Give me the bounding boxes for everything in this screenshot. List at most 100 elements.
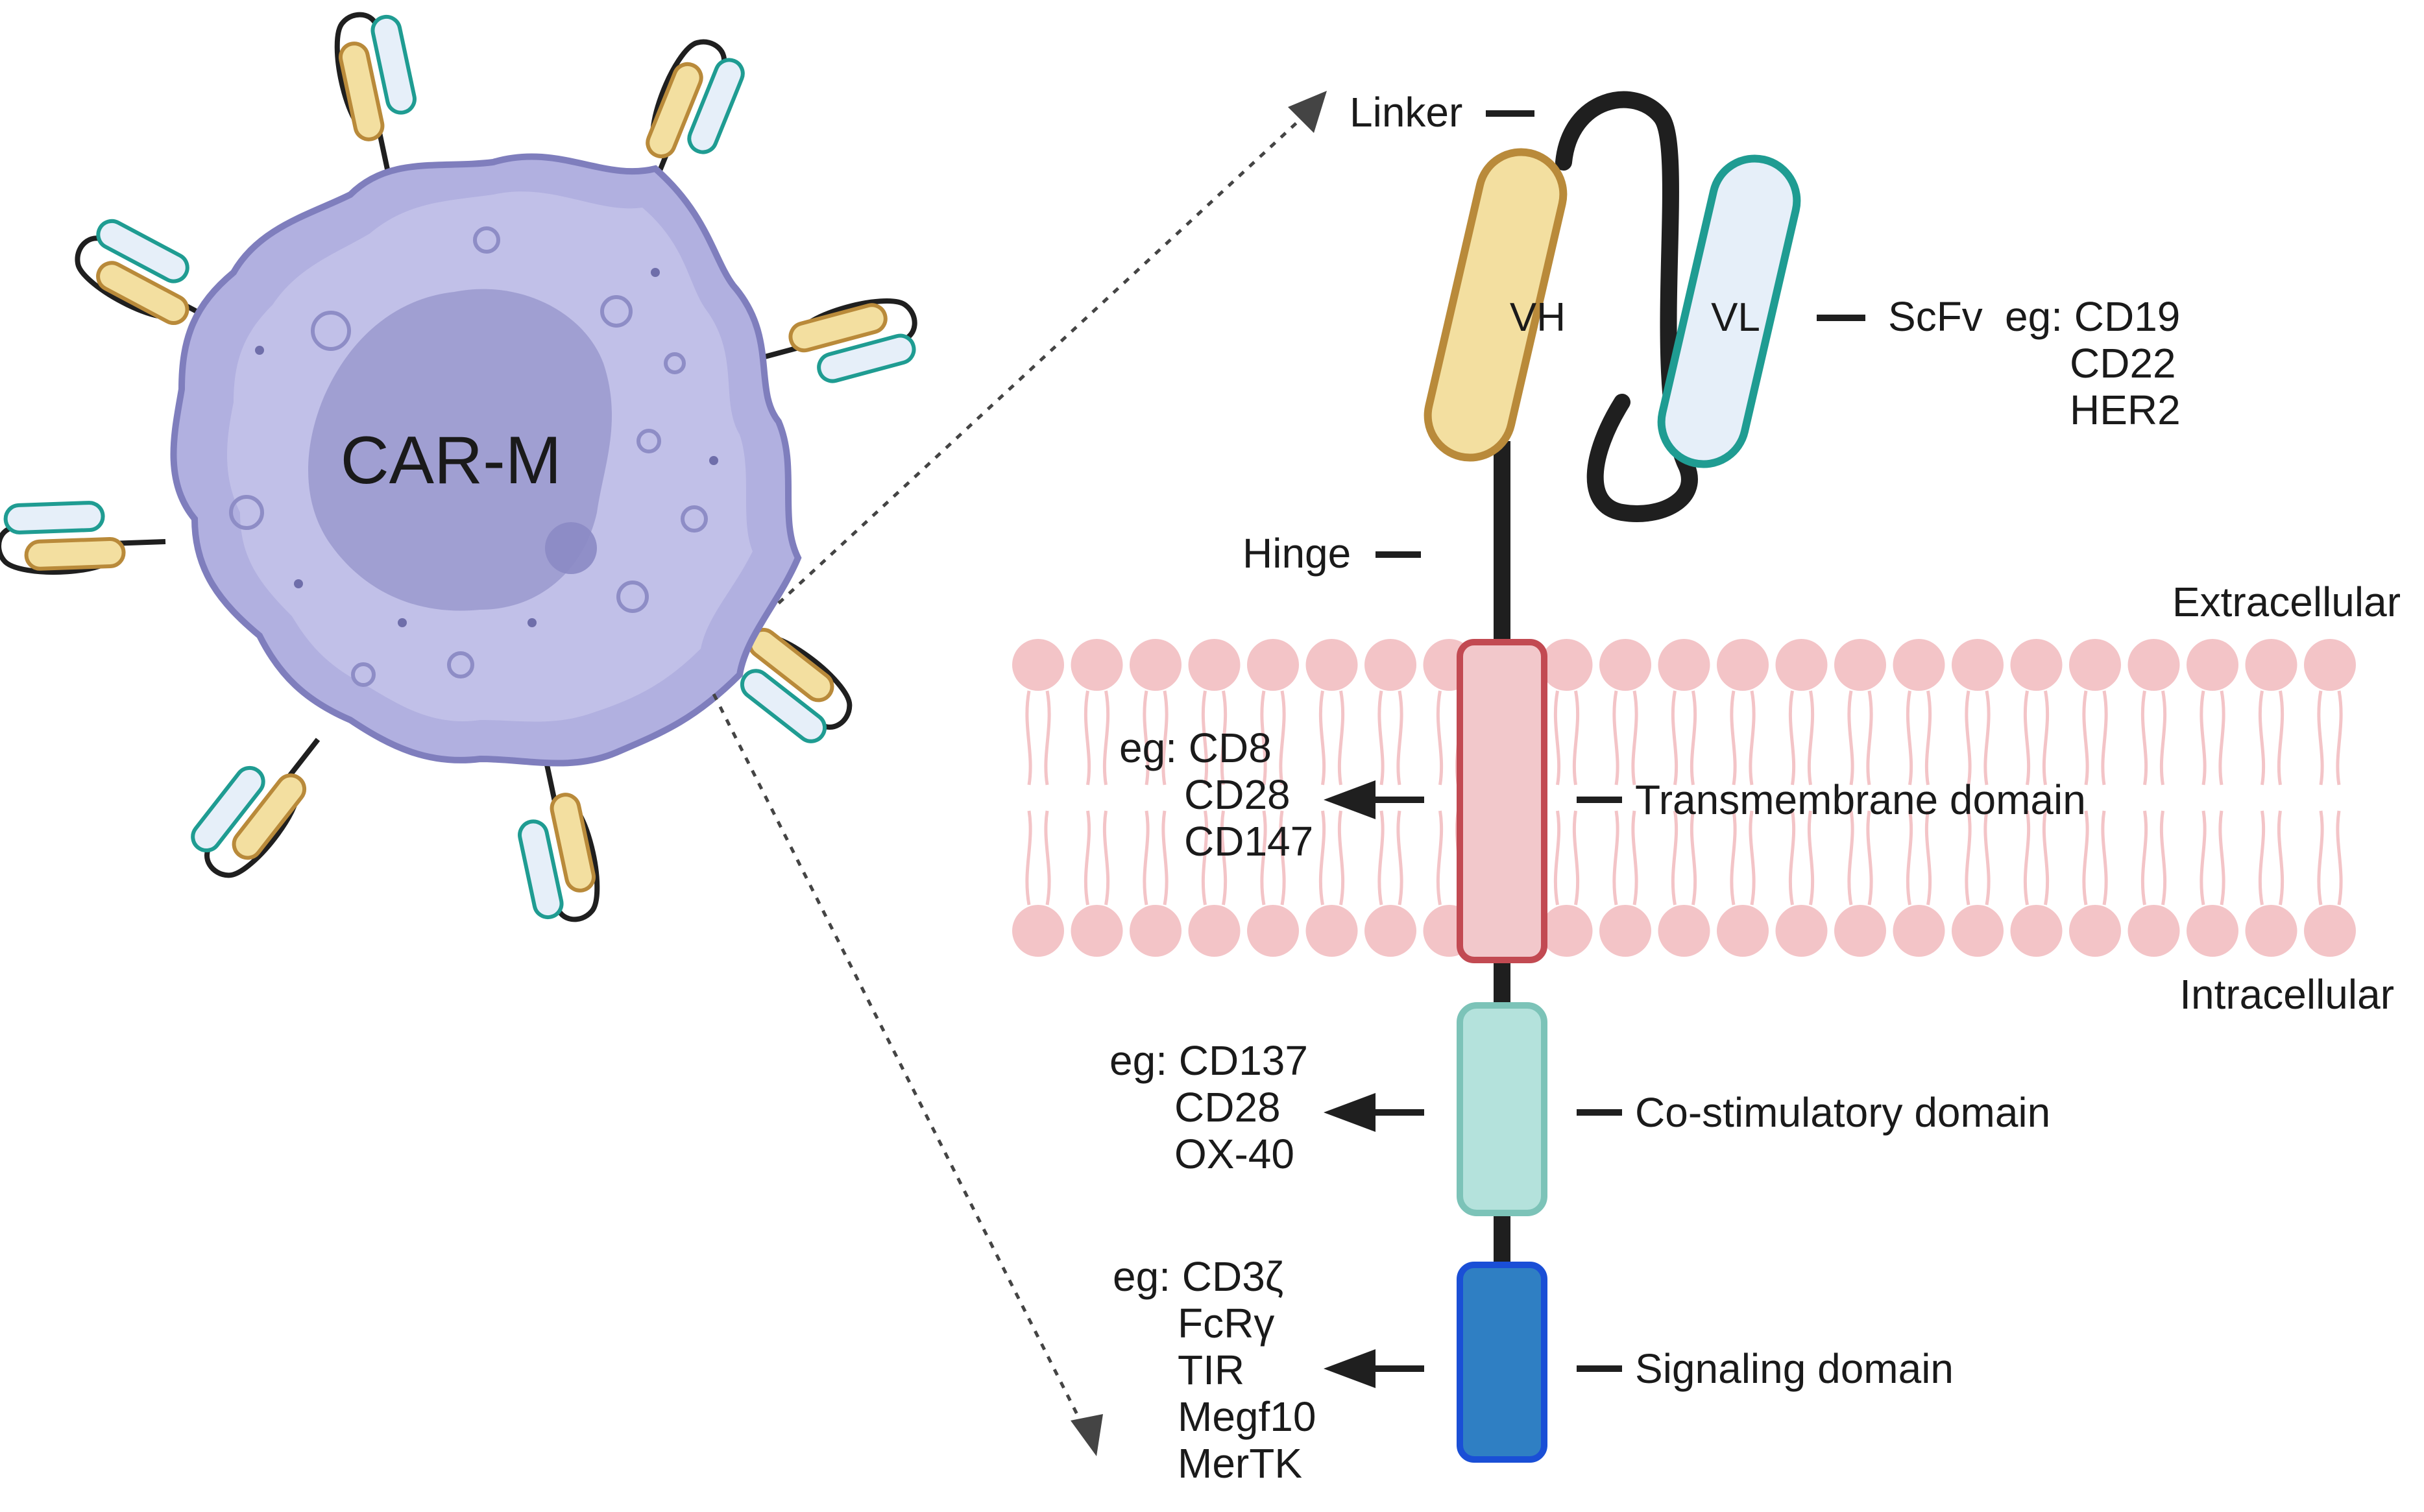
car-receptor (712, 614, 853, 743)
lipid-head (1952, 639, 2004, 691)
scfv-example: eg: CD19 (2005, 293, 2180, 340)
costim-label: Co-stimulatory domain (1635, 1089, 2050, 1136)
linker-label: Linker (1350, 89, 1462, 136)
costim-example: OX-40 (1174, 1131, 1294, 1177)
lipid-head (2010, 639, 2063, 691)
lipid-head (1364, 639, 1416, 691)
car-receptor (191, 738, 321, 878)
lipid-head (1188, 639, 1241, 691)
lipid-tail (2258, 810, 2285, 906)
lipid-head (2069, 639, 2121, 691)
car-receptors (0, 12, 917, 922)
lipid-head (2304, 639, 2356, 691)
lipid-head (1599, 639, 1651, 691)
lipid-head (1247, 639, 1299, 691)
lipid-tail (1965, 690, 1991, 786)
zoom-arrowhead-bottom (1071, 1414, 1103, 1456)
car-receptor (518, 755, 600, 922)
lipid-tail (2140, 810, 2167, 906)
transmembrane-label: Transmembrane domain (1635, 776, 2086, 823)
vl-domain: VL (1657, 154, 1801, 468)
lipid-tail (1788, 690, 1815, 786)
lipid-head (2245, 639, 2297, 691)
lipid-head (1540, 905, 1593, 957)
lipid-tail (1788, 810, 1815, 906)
lipid-tail (1377, 690, 1403, 786)
lipid-tail (2200, 810, 2225, 906)
lipid-tail (1084, 810, 1110, 906)
signaling-label: Signaling domain (1635, 1345, 1954, 1392)
nucleolus (545, 522, 597, 574)
lipid-head (1893, 905, 1945, 957)
cell-dots (255, 268, 718, 627)
lipid-tail (1260, 810, 1286, 906)
lipid-tail (1260, 690, 1286, 786)
lipid-tail (2140, 690, 2167, 786)
tm-example: CD28 (1184, 771, 1291, 818)
lipid-tail (1025, 810, 1051, 906)
lipid-tail (1377, 810, 1403, 906)
costimulatory-domain (1457, 1002, 1547, 1216)
cell-label: CAR-M (341, 423, 562, 498)
vl-label: VL (1711, 295, 1760, 340)
lipid-head (2187, 905, 2238, 957)
example-arrows (1324, 780, 1424, 1388)
lipid-tail (1201, 690, 1228, 786)
costim-example: eg: CD137 (1109, 1037, 1308, 1084)
lipid-tail (1906, 690, 1932, 786)
signaling-example: eg: CD3ζ (1113, 1253, 1283, 1300)
lipid-head (1717, 639, 1769, 691)
transmembrane-domain (1457, 639, 1547, 963)
lipid-head (1012, 639, 1064, 691)
lipid-head (1893, 639, 1945, 691)
lipid-tail (1318, 810, 1345, 906)
lipid-head (2127, 639, 2180, 691)
lipid-head (1130, 905, 1182, 957)
lipid-head (2187, 639, 2238, 691)
scfv-example: HER2 (2070, 387, 2181, 433)
lipid-head (1834, 639, 1886, 691)
lipid-tail (1612, 690, 1638, 786)
signaling-example: Megf10 (1178, 1393, 1316, 1440)
nucleus (308, 289, 612, 611)
hinge-label: Hinge (1242, 530, 1351, 577)
costim-examples: eg: CD137 CD28 OX-40 (1109, 1037, 1308, 1177)
lipid-head (2245, 905, 2297, 957)
lipid-head (1188, 905, 1241, 957)
lipid-tail (1553, 690, 1580, 786)
lipid-head (1658, 905, 1710, 957)
lipid-tail (1730, 810, 1756, 906)
lipid-head (2010, 905, 2063, 957)
intracellular-label: Intracellular (2179, 971, 2394, 1018)
lipid-tail (1025, 690, 1051, 786)
lipid-tail (1318, 690, 1345, 786)
lipid-head (2069, 905, 2121, 957)
lipid-tail (1847, 690, 1873, 786)
lipid-head (1305, 639, 1358, 691)
vh-label: VH (1510, 295, 1566, 340)
vh-domain: VH (1424, 148, 1568, 462)
lipid-tail (1671, 690, 1697, 786)
lipid-tail (1965, 810, 1991, 906)
lipid-tail (1143, 810, 1169, 906)
signaling-examples: eg: CD3ζ FcRγ TIR Megf10 MerTK (1113, 1253, 1316, 1487)
lipid-tail (1730, 690, 1756, 786)
signaling-example: TIR (1178, 1347, 1244, 1393)
car-construct: VH VL (1424, 91, 1801, 1463)
zoom-arrow-bottom (712, 693, 1089, 1435)
lipid-head (1130, 639, 1182, 691)
lipid-tail (1671, 810, 1697, 906)
lipid-head (1247, 905, 1299, 957)
lipid-tail (2023, 690, 2050, 786)
car-receptor (334, 12, 417, 179)
car-receptor (0, 501, 166, 575)
cell-surface-spots (229, 226, 708, 687)
scfv-label: ScFv (1888, 293, 1983, 340)
lipid-tail (2317, 810, 2343, 906)
lipid-tail (2023, 810, 2050, 906)
tm-example: CD147 (1184, 818, 1313, 865)
car-receptor (751, 298, 917, 383)
lipid-tail (1143, 690, 1169, 786)
label-ticks (1376, 110, 1865, 1372)
